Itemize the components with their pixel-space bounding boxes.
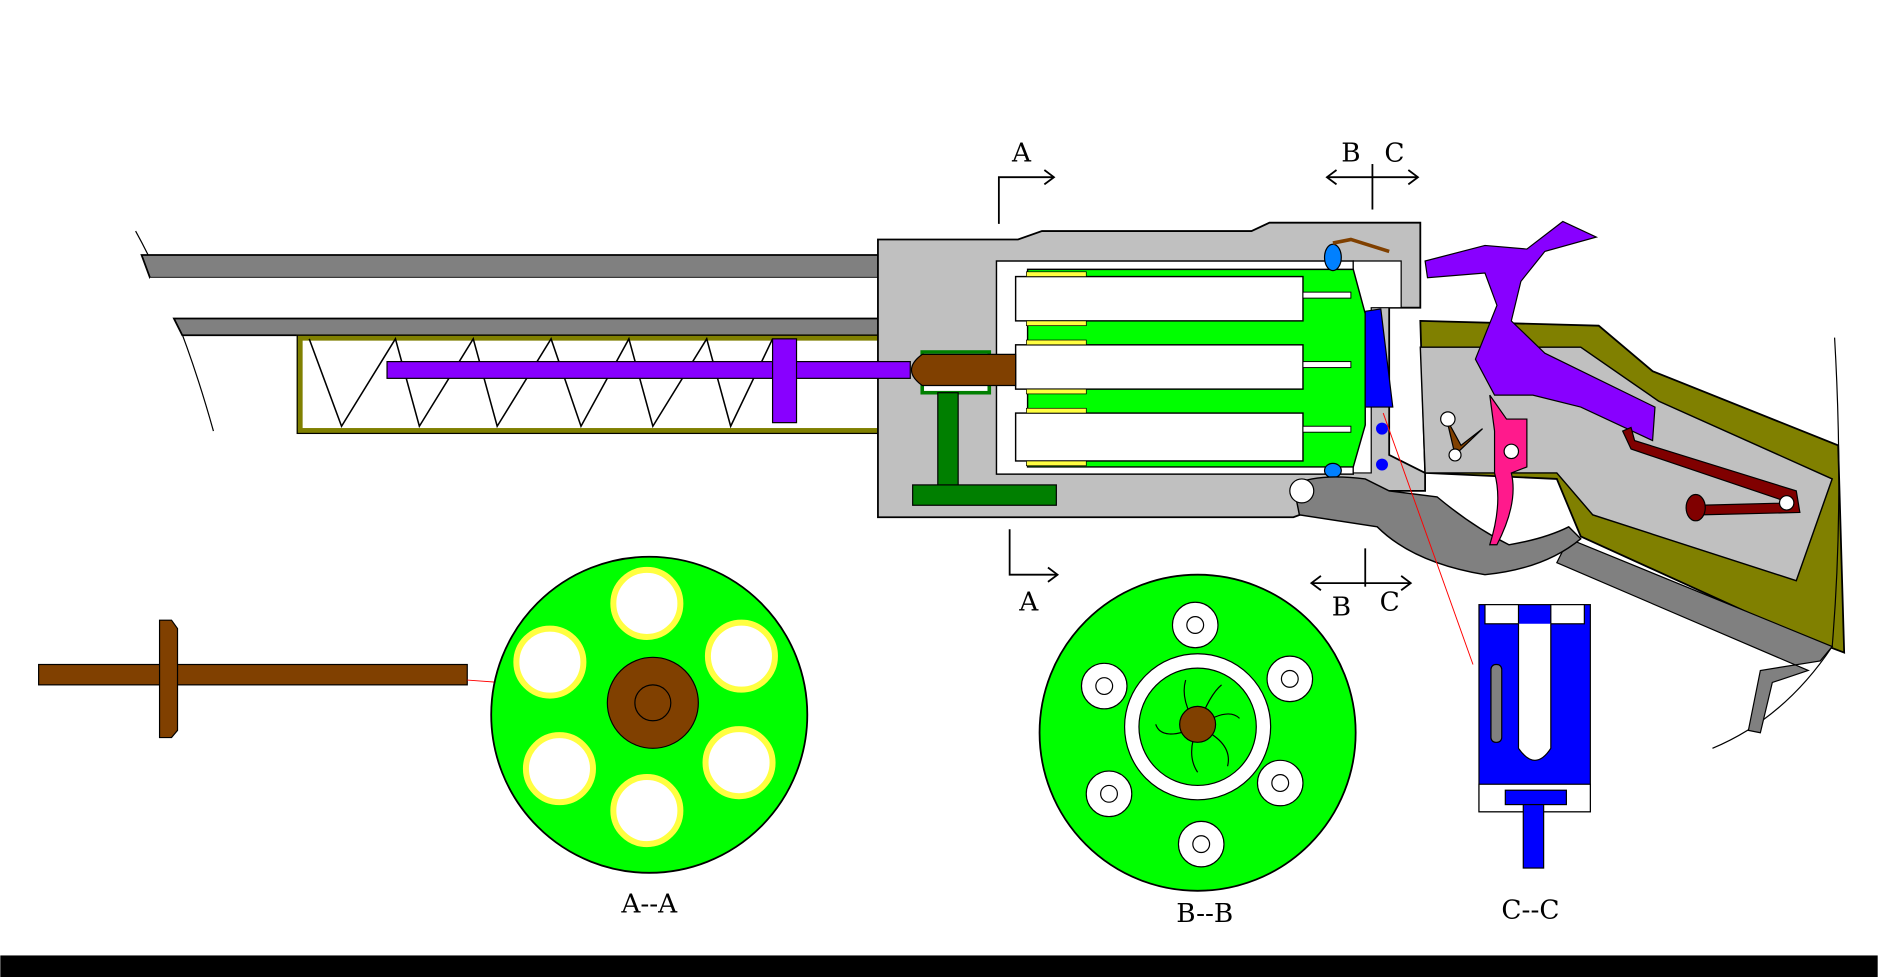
- ejector-rod: [386, 360, 911, 379]
- chamber: [1014, 275, 1304, 322]
- sear-pin: [1448, 448, 1462, 462]
- chamber: [1014, 344, 1304, 390]
- sear-pin: [1440, 411, 1456, 427]
- trigger: [1488, 394, 1528, 546]
- recoil-spring: [308, 336, 774, 429]
- grip-inner: [1419, 346, 1834, 582]
- chamber: [1014, 412, 1304, 462]
- section-mark-a: [997, 169, 1060, 583]
- rod-crosshead: [771, 338, 798, 424]
- detent-spring: [1332, 237, 1390, 254]
- rod-detail-shaft: [38, 663, 468, 686]
- guard-pin: [1289, 478, 1315, 504]
- latch-pin: [1376, 458, 1388, 471]
- latch-pin: [1376, 422, 1388, 435]
- section-label-b-bottom: B: [1332, 592, 1351, 622]
- mainspring-knob: [1685, 493, 1706, 522]
- section-label-b-top: B: [1341, 139, 1360, 169]
- detent-ball: [1323, 462, 1342, 479]
- section-label-a-bottom: A: [1018, 588, 1039, 618]
- section-a-a: [490, 555, 809, 874]
- rod-detail-crossbar: [158, 619, 179, 739]
- leader-line: [1382, 412, 1474, 665]
- cylinder: [1014, 268, 1366, 468]
- detent-ball: [1323, 243, 1342, 272]
- trigger-guard: [1292, 476, 1582, 576]
- piston: [910, 353, 1017, 387]
- trigger-pin: [1503, 443, 1520, 460]
- support-post: [937, 392, 959, 487]
- sear: [1446, 418, 1483, 457]
- section-caption-c: C--C: [1501, 895, 1559, 925]
- bottom-bar: [0, 955, 1878, 977]
- section-label-c-top: C: [1384, 139, 1404, 169]
- mainspring: [1621, 426, 1801, 516]
- cylinder-latch: [1364, 308, 1394, 408]
- stock-strap: [1555, 538, 1834, 734]
- hammer: [1424, 220, 1656, 442]
- section-mark-bc: [1309, 164, 1420, 591]
- spring-tube: [296, 334, 908, 435]
- section-caption-a: A--A: [620, 889, 678, 919]
- section-b-b: [1038, 573, 1357, 892]
- section-label-c-bottom: C: [1380, 588, 1400, 618]
- section-caption-b: B--B: [1176, 899, 1233, 929]
- support-foot: [912, 484, 1057, 506]
- section-c-c: [1478, 604, 1591, 869]
- section-label-a-top: A: [1011, 139, 1032, 169]
- mainspring-pin: [1778, 495, 1795, 511]
